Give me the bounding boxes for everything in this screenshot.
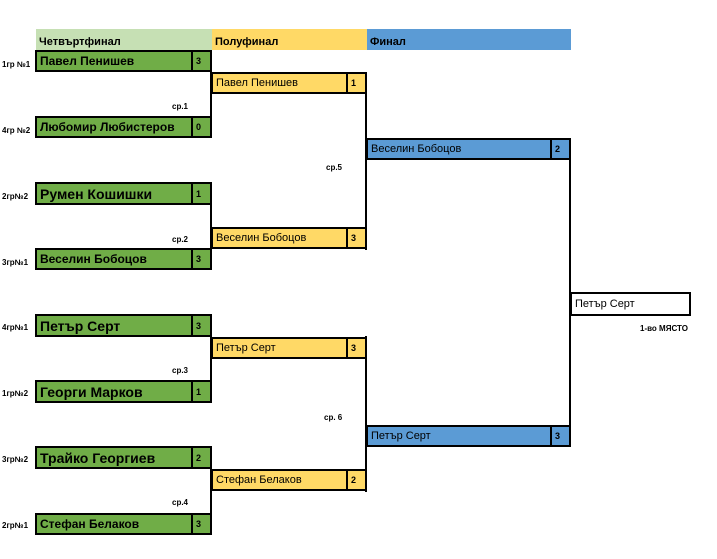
match-label: ср.4 xyxy=(172,498,189,507)
semifinal-player: Веселин Бобоцов 3 xyxy=(211,227,367,249)
champion-box: Петър Серт xyxy=(570,292,691,316)
semifinal-player: Павел Пенишев 1 xyxy=(211,72,367,94)
seed-label: 3гр№2 xyxy=(2,455,29,464)
seed-label: 2гр№2 xyxy=(2,192,29,201)
player-score: 3 xyxy=(191,52,210,70)
player-name: Трайко Георгиев xyxy=(40,449,156,466)
connector-line xyxy=(210,72,212,138)
player-name: Любомир Любистеров xyxy=(40,120,175,134)
player-score: 2 xyxy=(191,448,210,467)
player-score: 0 xyxy=(191,118,210,136)
match-label: ср.1 xyxy=(172,102,189,111)
player-score: 1 xyxy=(191,382,210,401)
player-name: Веселин Бобоцов xyxy=(216,232,307,244)
player-score: 3 xyxy=(550,427,569,445)
player-score: 2 xyxy=(346,471,365,489)
seed-label: 2гр№1 xyxy=(2,521,29,530)
quarterfinal-player: Георги Марков 1 xyxy=(35,380,212,403)
header-final: Финал xyxy=(367,29,571,50)
final-player: Петър Серт 3 xyxy=(366,425,571,447)
semifinal-player: Стефан Белаков 2 xyxy=(211,469,367,491)
player-score: 3 xyxy=(346,339,365,357)
player-score: 2 xyxy=(550,140,569,158)
player-score: 3 xyxy=(191,515,210,533)
player-name: Веселин Бобоцов xyxy=(371,143,462,155)
quarterfinal-player: Любомир Любистеров 0 xyxy=(35,116,212,138)
semifinal-player: Петър Серт 3 xyxy=(211,337,367,359)
player-name: Румен Кошишки xyxy=(40,185,153,202)
connector-line xyxy=(210,336,212,402)
player-name: Павел Пенишев xyxy=(216,77,299,89)
quarterfinal-player: Павел Пенишев 3 xyxy=(35,50,212,72)
player-name: Стефан Белаков xyxy=(40,517,140,531)
match-label: ср. 6 xyxy=(324,413,343,422)
player-score: 3 xyxy=(191,250,210,268)
player-score: 3 xyxy=(191,316,210,335)
quarterfinal-player: Румен Кошишки 1 xyxy=(35,182,212,205)
player-name: Петър Серт xyxy=(216,342,276,354)
match-label: ср.5 xyxy=(326,163,343,172)
quarterfinal-player: Стефан Белаков 3 xyxy=(35,513,212,535)
connector-line xyxy=(210,468,212,534)
match-label: ср.3 xyxy=(172,366,189,375)
seed-label: 3гр№1 xyxy=(2,258,29,267)
player-name: Павел Пенишев xyxy=(40,54,135,68)
player-name: Георги Марков xyxy=(40,383,143,400)
player-name: Веселин Бобоцов xyxy=(40,252,147,266)
quarterfinal-player: Трайко Георгиев 2 xyxy=(35,446,212,469)
seed-label: 1гр№2 xyxy=(2,389,29,398)
match-label: ср.2 xyxy=(172,235,189,244)
connector-line xyxy=(365,336,367,492)
player-name: Петър Серт xyxy=(371,430,431,442)
champion-place-label: 1-во МЯСТО xyxy=(640,324,688,333)
seed-label: 4гр №2 xyxy=(2,126,31,135)
header-semifinal: Полуфинал xyxy=(212,29,367,50)
player-score: 3 xyxy=(346,229,365,247)
final-player: Веселин Бобоцов 2 xyxy=(366,138,571,160)
player-score: 1 xyxy=(191,184,210,203)
player-name: Стефан Белаков xyxy=(216,474,302,486)
player-score: 1 xyxy=(346,74,365,92)
seed-label: 4гр№1 xyxy=(2,323,29,332)
champion-name: Петър Серт xyxy=(575,298,635,310)
header-quarterfinal: Четвъртфинал xyxy=(36,29,212,50)
quarterfinal-player: Петър Серт 3 xyxy=(35,314,212,337)
player-name: Петър Серт xyxy=(40,317,121,334)
connector-line xyxy=(365,72,367,250)
quarterfinal-player: Веселин Бобоцов 3 xyxy=(35,248,212,270)
seed-label: 1гр №1 xyxy=(2,60,31,69)
